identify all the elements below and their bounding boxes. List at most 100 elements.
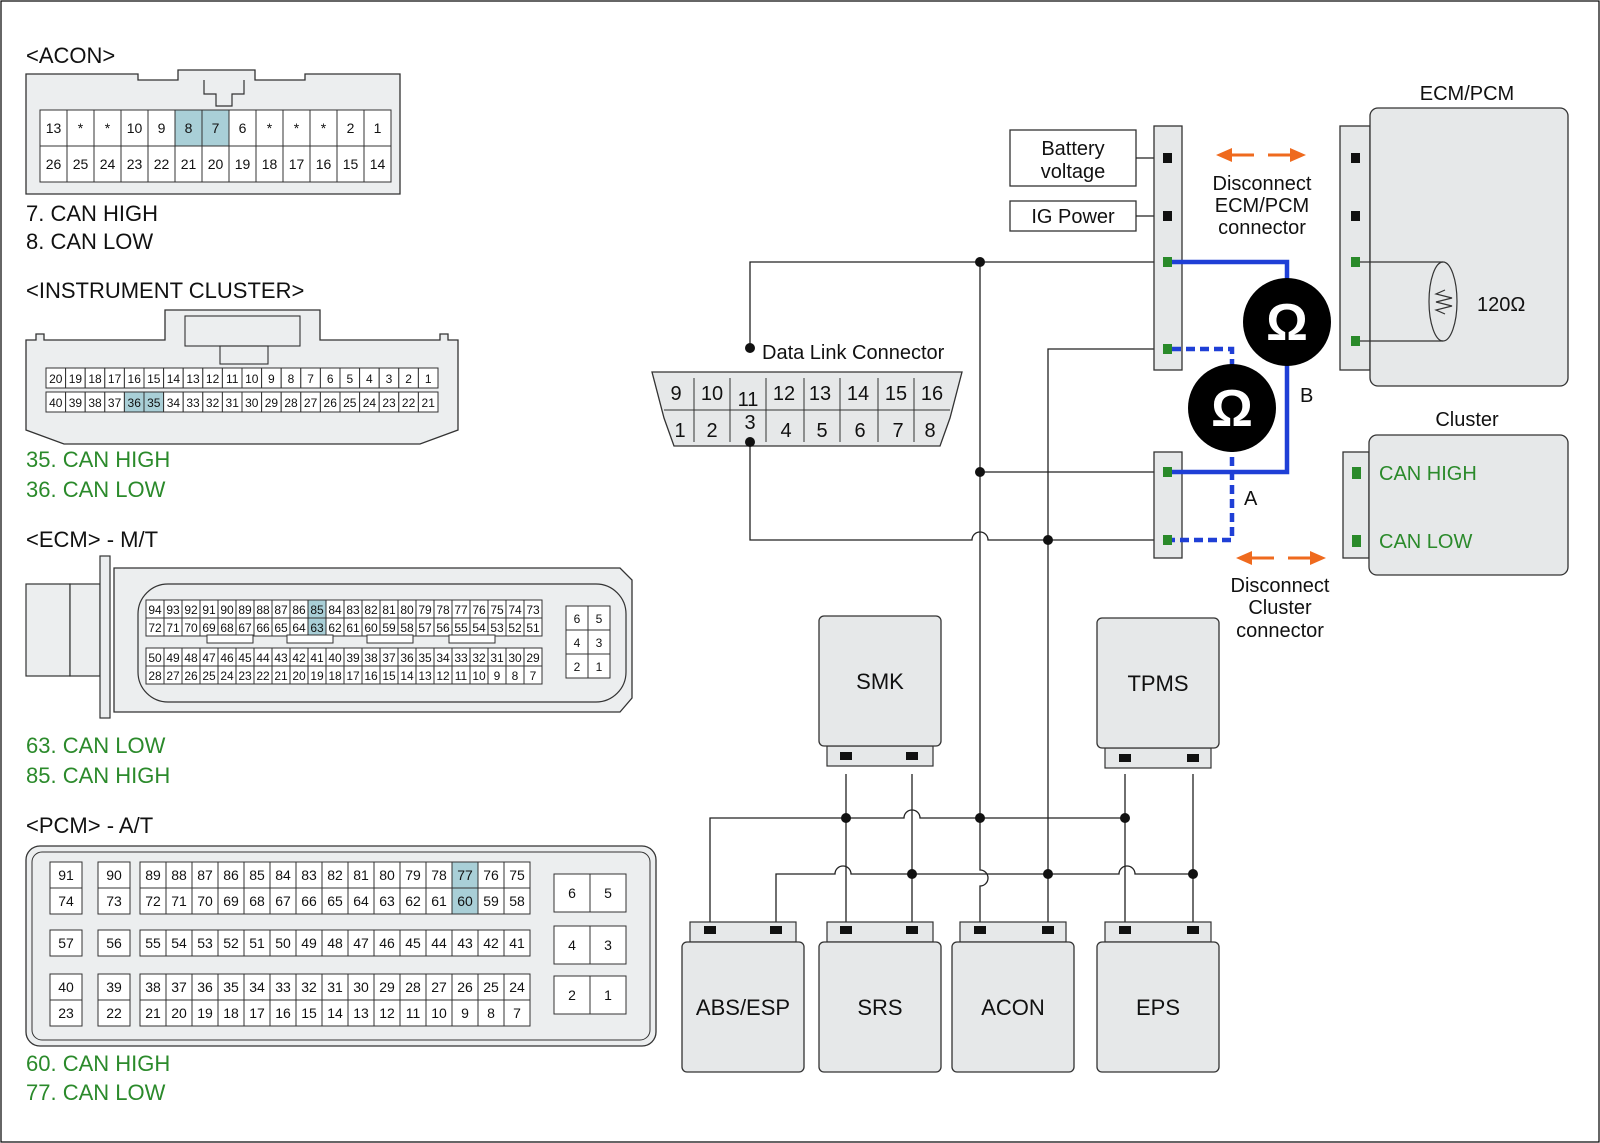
ecm-row3-pin-label: 27 bbox=[166, 669, 180, 683]
ecm-row1-pin-label: 63 bbox=[310, 621, 324, 635]
pcm-row2-cell bbox=[295, 929, 323, 957]
cluster-bottom-pin-label: 33 bbox=[186, 396, 200, 410]
pcm-row0-pin-label: 82 bbox=[327, 867, 343, 883]
ecm-row2-pin-label: 49 bbox=[166, 651, 180, 665]
pcm-row4-pin-label: 17 bbox=[249, 1005, 265, 1021]
ecm-side-cell bbox=[587, 653, 611, 679]
ecm-key-slot bbox=[206, 634, 254, 644]
cluster-bottom-pin-label: 32 bbox=[206, 396, 220, 410]
pcm-row2-pin-label: 49 bbox=[301, 935, 317, 951]
cluster-top-pin-label: 20 bbox=[49, 372, 63, 386]
ecm-side-pin-label: 2 bbox=[574, 660, 581, 674]
ecm-row1-pin-label: 64 bbox=[292, 621, 306, 635]
cluster-top-pin-label: 17 bbox=[108, 372, 122, 386]
pcm-row4-cell bbox=[399, 999, 427, 1027]
tpms-pin bbox=[1187, 754, 1199, 762]
disconnect-ecm-line1: Disconnect bbox=[1213, 173, 1312, 195]
pcm-row0-pin-label: 83 bbox=[301, 867, 317, 883]
pcm-row1-pin-label: 60 bbox=[457, 893, 473, 909]
pcm-second-block-cell bbox=[97, 861, 131, 889]
disconnect-cluster-line3: connector bbox=[1236, 620, 1324, 642]
pcm-side-cell bbox=[553, 873, 591, 913]
cluster-bottom-pin-label: 39 bbox=[69, 396, 83, 410]
abs-esp-pin bbox=[704, 926, 716, 934]
terminating-resistor bbox=[1360, 261, 1458, 342]
ecm-row0-pin-label: 88 bbox=[256, 603, 270, 617]
srs-box bbox=[818, 941, 942, 1073]
ecm-row0-pin-label: 83 bbox=[346, 603, 360, 617]
pcm-row4-cell bbox=[217, 999, 245, 1027]
pcm-row2-pin-label: 44 bbox=[431, 935, 447, 951]
ecm-row1-pin-label: 51 bbox=[526, 621, 540, 635]
ohm-symbol-a: Ω bbox=[1211, 380, 1253, 438]
cluster-bottom-pin-label: 30 bbox=[245, 396, 259, 410]
ecm-row3-pin-label: 10 bbox=[472, 669, 486, 683]
pcm-row4-pin-label: 13 bbox=[353, 1005, 369, 1021]
pcm-row2-pin-label: 41 bbox=[509, 935, 525, 951]
pcm-row0-cell bbox=[477, 861, 505, 889]
bus-wires bbox=[709, 261, 1194, 940]
acon-bottom-cell bbox=[255, 145, 284, 183]
ecm-row0-pin-label: 89 bbox=[238, 603, 252, 617]
pcm-row1-cell bbox=[295, 887, 323, 915]
cluster-connector-title: <INSTRUMENT CLUSTER> bbox=[26, 278, 304, 303]
pcm-row2-pin-label: 53 bbox=[197, 935, 213, 951]
label-a: A bbox=[1244, 488, 1258, 510]
pcm-row2-pin-label: 45 bbox=[405, 935, 421, 951]
dlc-top-pin: 11 bbox=[738, 389, 759, 411]
cluster-bottom-pin-label: 29 bbox=[265, 396, 279, 410]
ecm-row3-pin-label: 9 bbox=[494, 669, 501, 683]
dlc-top-pin: 10 bbox=[701, 383, 723, 405]
ecm-row2-pin-label: 33 bbox=[454, 651, 468, 665]
abs-esp-pin bbox=[770, 926, 782, 934]
pcm-row4-cell bbox=[347, 999, 375, 1027]
pcm-row3-pin-label: 37 bbox=[171, 979, 187, 995]
ecm-row2-pin-label: 45 bbox=[238, 651, 252, 665]
ohm-meter-b: Ω bbox=[1243, 278, 1331, 366]
pcm-row2-pin-label: 54 bbox=[171, 935, 187, 951]
pcm-row0-pin-label: 79 bbox=[405, 867, 421, 883]
pcm-side-pin-label: 3 bbox=[604, 937, 612, 953]
acon-pin bbox=[1042, 926, 1054, 934]
pcm-second-block-pin-label: 90 bbox=[106, 867, 122, 883]
ecm-row3-pin-label: 8 bbox=[512, 669, 519, 683]
acon-bottom-pin-label: 18 bbox=[262, 156, 278, 172]
ecm-row2-pin-label: 29 bbox=[526, 651, 540, 665]
acon-top-pin-label: * bbox=[321, 120, 327, 136]
dlc-pin11-junction bbox=[745, 343, 755, 353]
eps-pin bbox=[1119, 926, 1131, 934]
dlc-bottom-pin: 8 bbox=[924, 420, 935, 442]
ecm-side-pin-label: 3 bbox=[596, 636, 603, 650]
pcm-row1-pin-label: 69 bbox=[223, 893, 239, 909]
ecm-row2-pin-label: 30 bbox=[508, 651, 522, 665]
pcm-row4-cell bbox=[243, 999, 271, 1027]
cluster-top-pin-label: 8 bbox=[288, 372, 295, 386]
pcm-row2-pin-label: 51 bbox=[249, 935, 265, 951]
ecm-key-slot bbox=[448, 634, 496, 644]
pcm-row3-pin-label: 31 bbox=[327, 979, 343, 995]
acon-bottom-pin-label: 21 bbox=[181, 156, 197, 172]
pcm-row0-pin-label: 81 bbox=[353, 867, 369, 883]
disconnect-cluster-line2: Cluster bbox=[1248, 597, 1312, 619]
cluster-top-pin-label: 12 bbox=[206, 372, 220, 386]
label-b: B bbox=[1300, 385, 1313, 407]
ecm-row3-pin-label: 16 bbox=[364, 669, 378, 683]
dlc-top-pin: 15 bbox=[885, 383, 907, 405]
ecm-row2-pin-label: 31 bbox=[490, 651, 504, 665]
ecm-row3-pin-label: 24 bbox=[220, 669, 234, 683]
pcm-row4-pin-label: 14 bbox=[327, 1005, 343, 1021]
cluster-module bbox=[1368, 434, 1569, 576]
pcm-row4-cell bbox=[165, 999, 193, 1027]
pcm-row1-pin-label: 67 bbox=[275, 893, 291, 909]
acon-top-cell bbox=[336, 109, 365, 147]
dlc-top-pin: 14 bbox=[847, 383, 869, 405]
ecm-row2-pin-label: 42 bbox=[292, 651, 306, 665]
acon-top-pin-label: * bbox=[294, 120, 300, 136]
ecm-row2-pin-label: 41 bbox=[310, 651, 324, 665]
acon-bottom-pin-label: 17 bbox=[289, 156, 305, 172]
cluster-can-high: CAN HIGH bbox=[1379, 463, 1477, 485]
battery-label-line2: voltage bbox=[1041, 161, 1106, 183]
